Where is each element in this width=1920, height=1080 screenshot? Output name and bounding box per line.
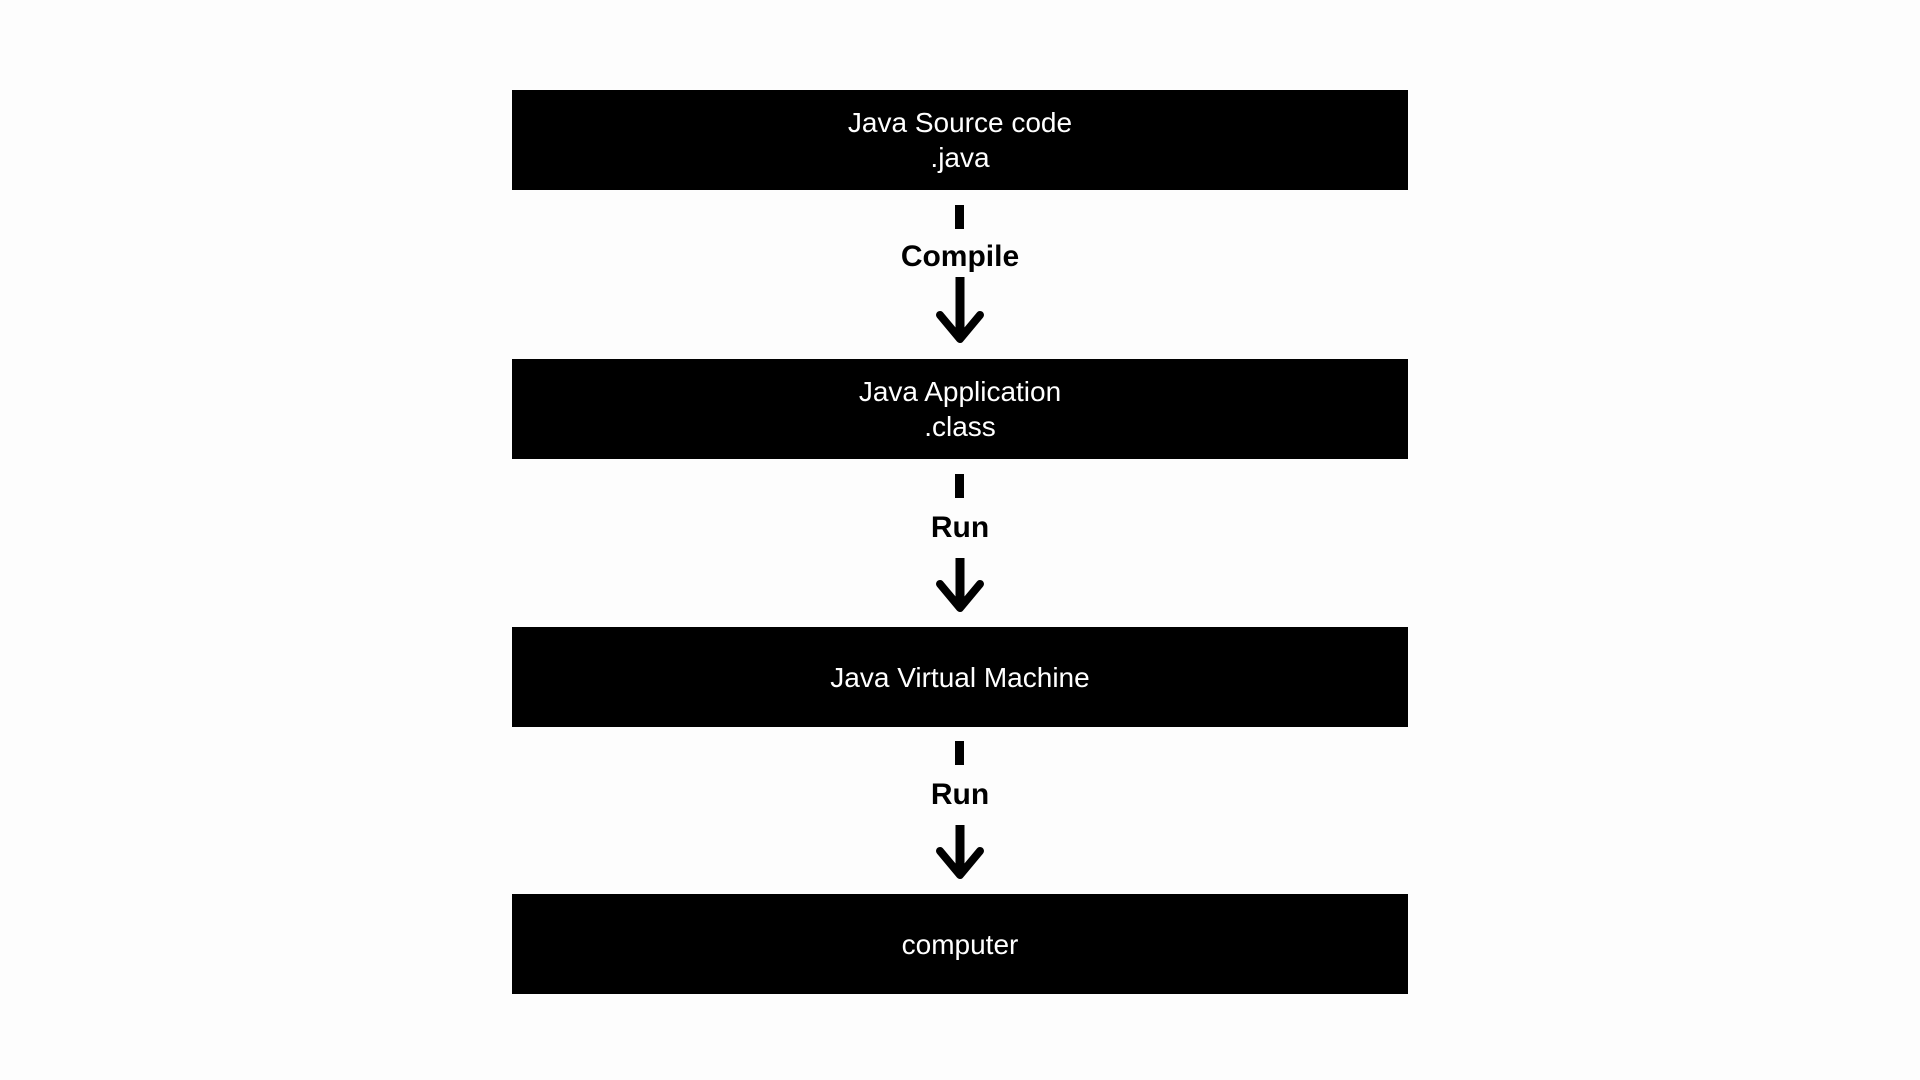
node-java-virtual-machine: Java Virtual Machine <box>512 627 1408 727</box>
arrow-down-icon <box>936 558 984 612</box>
node-title: Java Application <box>858 376 1062 407</box>
edge-run-1: Run <box>910 474 1010 614</box>
node-subtitle: .java <box>930 142 990 173</box>
edge-label: Run <box>930 511 990 544</box>
node-computer: computer <box>512 894 1408 994</box>
edge-label: Compile <box>900 240 1020 273</box>
node-java-application: Java Application .class <box>512 359 1408 459</box>
node-subtitle: .class <box>924 411 996 442</box>
edge-run-2: Run <box>910 741 1010 881</box>
node-title: computer <box>901 928 1019 960</box>
arrow-down-icon <box>936 277 984 343</box>
connector-dash <box>955 741 964 765</box>
edge-label: Run <box>930 778 990 811</box>
connector-dash <box>955 474 964 498</box>
node-java-source-code: Java Source code .java <box>512 90 1408 190</box>
node-title: Java Virtual Machine <box>830 661 1090 693</box>
node-title: Java Source code <box>847 107 1073 138</box>
edge-compile: Compile <box>901 205 1019 345</box>
arrow-down-icon <box>936 825 984 879</box>
connector-dash <box>955 205 964 229</box>
